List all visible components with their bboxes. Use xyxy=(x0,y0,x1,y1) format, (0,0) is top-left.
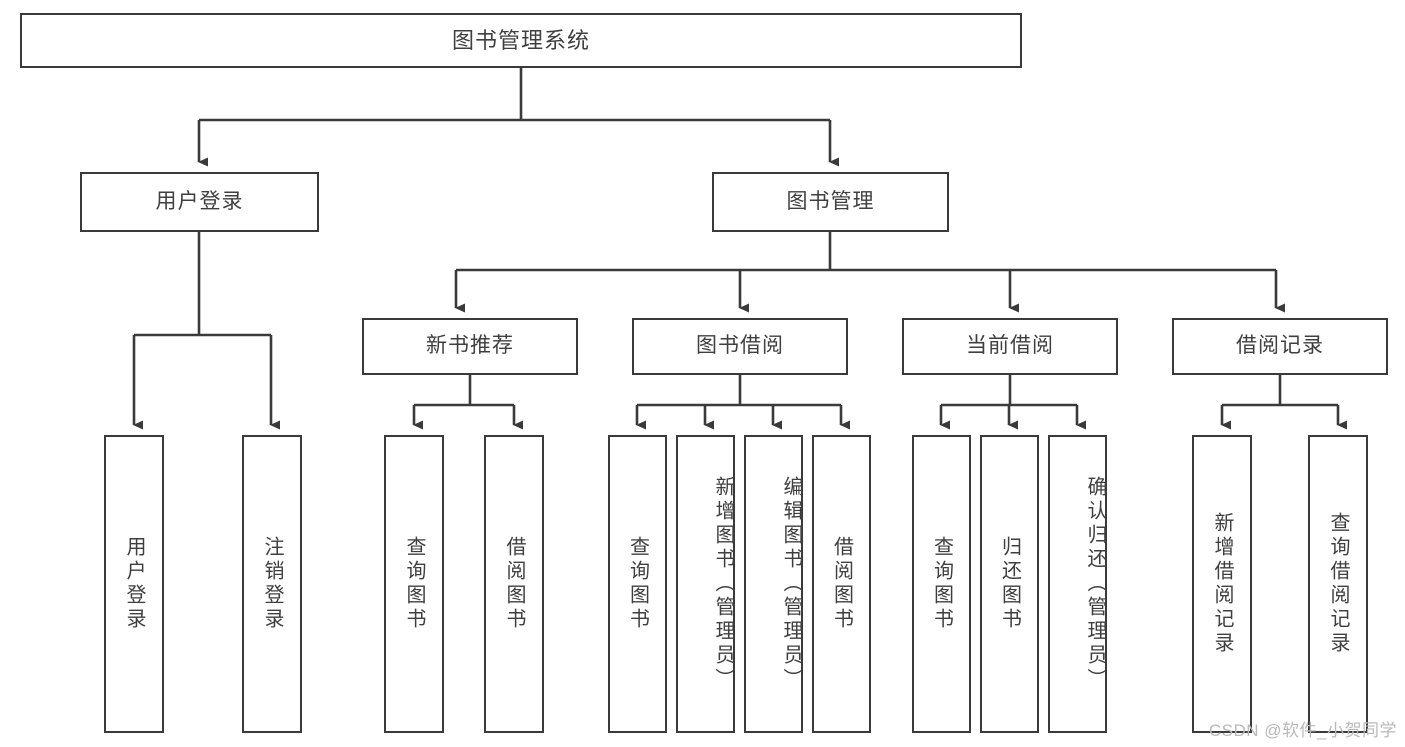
node-root-system[interactable]: 图书管理系统 xyxy=(20,13,1022,68)
leaf-current-query-book[interactable]: 查询图书 xyxy=(912,435,971,733)
leaf-record-query-record-label: 查询借阅记录 xyxy=(1327,512,1349,656)
leaf-user-logout[interactable]: 注销登录 xyxy=(242,435,302,733)
leaf-borrow-edit-book[interactable]: 编辑图书（管理员） xyxy=(744,435,803,733)
node-new-book-recommend-label: 新书推荐 xyxy=(426,334,514,358)
node-current-borrow[interactable]: 当前借阅 xyxy=(902,318,1118,375)
node-book-management[interactable]: 图书管理 xyxy=(712,172,949,232)
csdn-watermark: CSDN @软件_小贺同学 xyxy=(1208,721,1397,740)
node-book-borrow[interactable]: 图书借阅 xyxy=(632,318,848,375)
leaf-borrow-borrow-book-label: 借阅图书 xyxy=(830,536,853,632)
leaf-user-login[interactable]: 用户登录 xyxy=(104,435,164,733)
node-user-login[interactable]: 用户登录 xyxy=(80,172,319,232)
leaf-record-add-record[interactable]: 新增借阅记录 xyxy=(1192,435,1252,733)
node-borrow-record-label: 借阅记录 xyxy=(1236,334,1324,358)
node-borrow-record[interactable]: 借阅记录 xyxy=(1172,318,1388,375)
leaf-current-return-book-label: 归还图书 xyxy=(998,536,1021,632)
node-new-book-recommend[interactable]: 新书推荐 xyxy=(362,318,578,375)
node-root-label: 图书管理系统 xyxy=(451,27,590,53)
leaf-current-query-book-label: 查询图书 xyxy=(930,536,953,632)
leaf-current-confirm-return[interactable]: 确认归还（管理员） xyxy=(1048,435,1107,733)
leaf-record-add-record-label: 新增借阅记录 xyxy=(1211,512,1233,656)
leaf-borrow-borrow-book[interactable]: 借阅图书 xyxy=(812,435,871,733)
leaf-current-return-book[interactable]: 归还图书 xyxy=(980,435,1039,733)
node-current-borrow-label: 当前借阅 xyxy=(966,334,1054,358)
leaf-newbook-borrow-book-label: 借阅图书 xyxy=(503,536,525,632)
leaf-borrow-query-book-label: 查询图书 xyxy=(626,536,649,632)
leaf-newbook-query-book-label: 查询图书 xyxy=(403,536,425,632)
leaf-borrow-add-book[interactable]: 新增图书（管理员） xyxy=(676,435,735,733)
leaf-borrow-query-book[interactable]: 查询图书 xyxy=(608,435,667,733)
leaf-borrow-add-book-label: 新增图书（管理员） xyxy=(712,476,734,692)
node-user-login-label: 用户登录 xyxy=(155,189,244,213)
leaf-newbook-query-book[interactable]: 查询图书 xyxy=(384,435,444,733)
node-book-management-label: 图书管理 xyxy=(786,189,875,213)
leaf-user-logout-label: 注销登录 xyxy=(261,536,283,632)
leaf-record-query-record[interactable]: 查询借阅记录 xyxy=(1308,435,1368,733)
leaf-current-confirm-return-label: 确认归还（管理员） xyxy=(1084,476,1106,692)
leaf-borrow-edit-book-label: 编辑图书（管理员） xyxy=(780,476,802,692)
node-book-borrow-label: 图书借阅 xyxy=(696,334,784,358)
leaf-newbook-borrow-book[interactable]: 借阅图书 xyxy=(484,435,544,733)
leaf-user-login-label: 用户登录 xyxy=(123,536,145,632)
